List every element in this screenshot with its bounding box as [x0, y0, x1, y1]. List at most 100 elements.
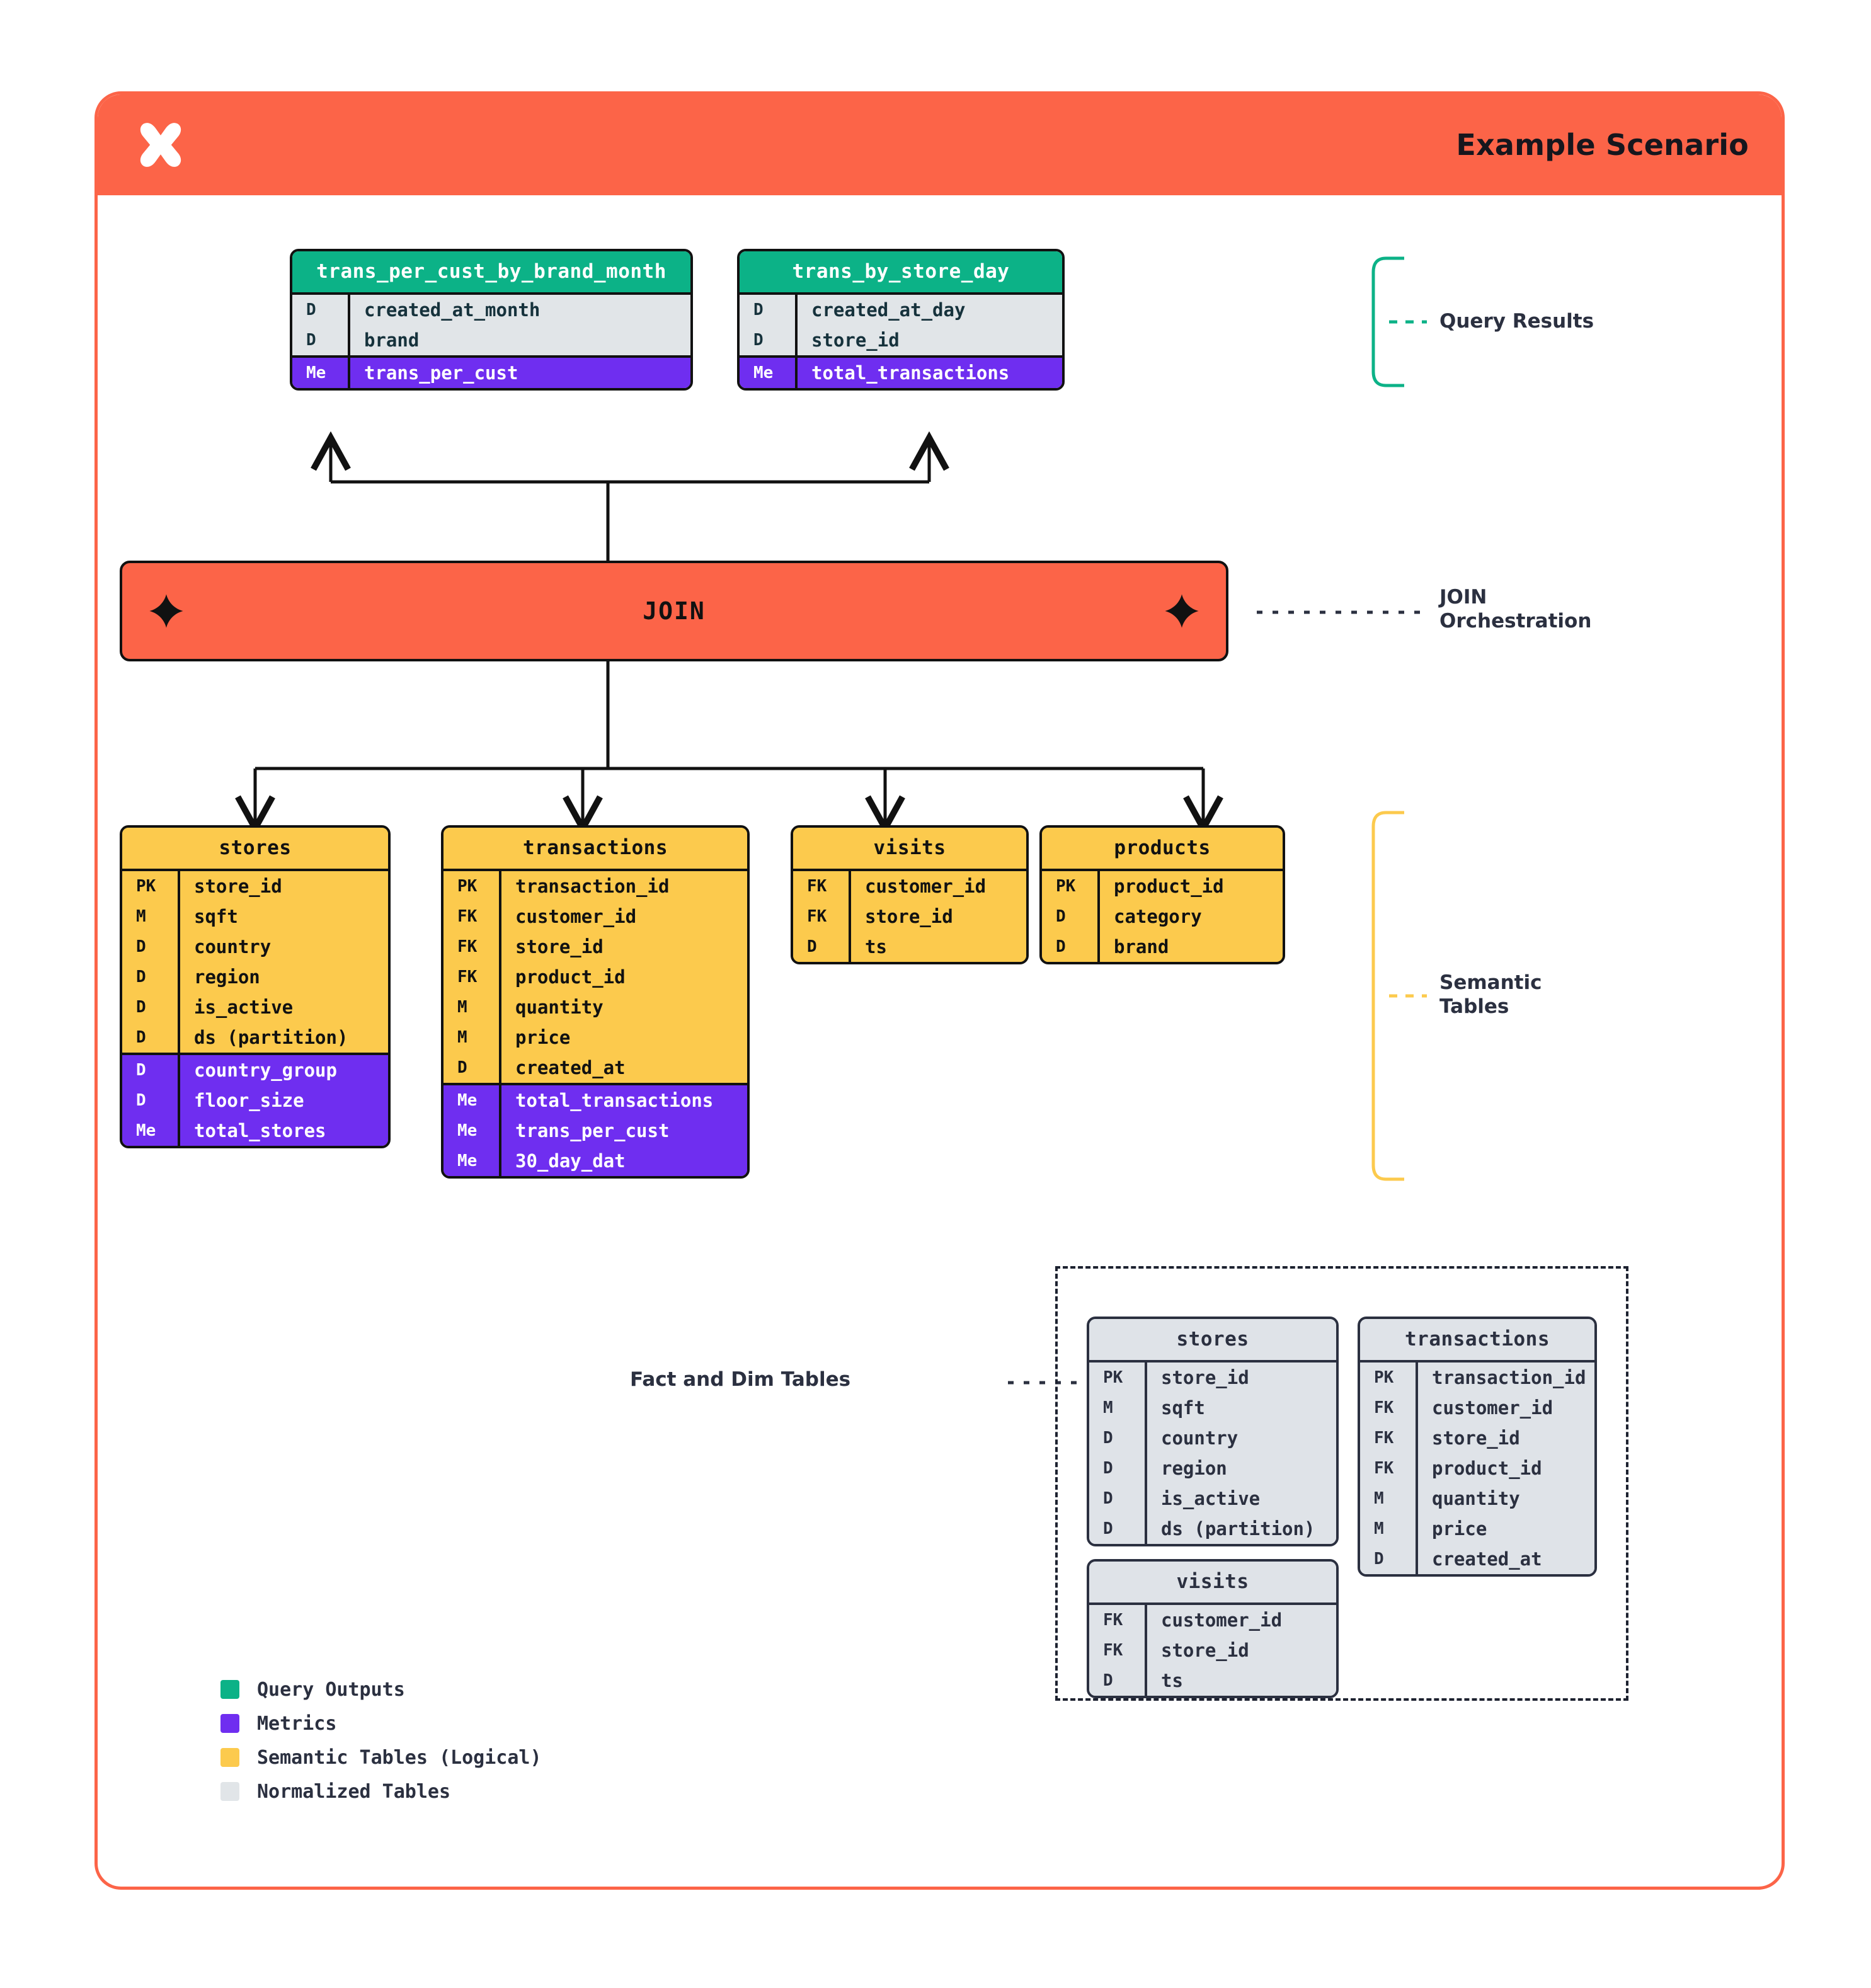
- column-name: country: [1145, 1423, 1336, 1453]
- column-key: D: [1103, 1459, 1113, 1478]
- table-name: visits: [793, 828, 1026, 869]
- column-name: is_active: [1145, 1483, 1336, 1514]
- column-name: price: [499, 1022, 747, 1053]
- annotation-query-results: Query Results: [1439, 310, 1594, 333]
- column-name: customer_id: [849, 871, 1026, 901]
- table-row: FK customer_id: [793, 871, 1026, 901]
- column-name: quantity: [499, 992, 747, 1022]
- table-row: FK store_id: [443, 932, 747, 962]
- column-name: country: [178, 932, 388, 962]
- column-key: M: [457, 1028, 467, 1047]
- column-key: FK: [457, 937, 478, 956]
- column-key: M: [136, 907, 146, 926]
- column-name: created_at: [499, 1053, 747, 1083]
- column-key: Me: [136, 1121, 156, 1140]
- column-name: product_id: [499, 962, 747, 992]
- column-name: is_active: [178, 992, 388, 1022]
- column-name: floor_size: [178, 1085, 388, 1116]
- column-key: D: [753, 300, 764, 319]
- column-key: FK: [807, 877, 827, 896]
- column-key: D: [136, 1061, 146, 1080]
- fact-and-dim-tables-group: [1055, 1266, 1628, 1701]
- legend-label: Query Outputs: [257, 1678, 405, 1701]
- column-name: region: [178, 962, 388, 992]
- column-key: D: [807, 937, 817, 956]
- column-key: M: [457, 998, 467, 1017]
- column-key: FK: [807, 907, 827, 926]
- column-name: customer_id: [499, 901, 747, 932]
- query-result-table-trans-per-cust-by-brand-month[interactable]: trans_per_cust_by_brand_month D created_…: [290, 249, 693, 391]
- column-name: created_at_day: [795, 295, 1062, 325]
- column-key: D: [306, 331, 316, 350]
- legend-item-semantic-tables: Semantic Tables (Logical): [220, 1740, 542, 1774]
- legend-label: Metrics: [257, 1712, 337, 1735]
- column-name: trans_per_cust: [499, 1116, 747, 1146]
- column-name: quantity: [1416, 1483, 1594, 1514]
- column-name: region: [1145, 1453, 1336, 1483]
- column-key: Me: [306, 363, 326, 382]
- column-key: FK: [1374, 1398, 1394, 1417]
- table-name: products: [1042, 828, 1283, 869]
- annotation-fact-and-dim-tables: Fact and Dim Tables: [630, 1368, 851, 1391]
- column-name: store_id: [795, 325, 1062, 355]
- column-name: ts: [1145, 1665, 1336, 1696]
- column-key: D: [136, 1028, 146, 1047]
- table-name: trans_by_store_day: [740, 251, 1062, 292]
- table-row: Me total_transactions: [740, 358, 1062, 388]
- column-name: 30_day_dat: [499, 1146, 747, 1176]
- column-key: Me: [457, 1091, 478, 1110]
- column-name: country_group: [178, 1055, 388, 1085]
- column-key: D: [1374, 1550, 1384, 1568]
- column-key: Me: [457, 1151, 478, 1170]
- column-name: total_transactions: [499, 1085, 747, 1116]
- table-row: Me total_transactions: [443, 1085, 747, 1116]
- column-key: FK: [457, 968, 478, 986]
- join-orchestration-bar[interactable]: JOIN: [120, 561, 1228, 661]
- column-key: D: [1056, 907, 1066, 926]
- annotation-semantic-tables: Semantic Tables: [1439, 971, 1542, 1018]
- annotation-join-orchestration: JOIN Orchestration: [1439, 586, 1592, 632]
- column-key: D: [753, 331, 764, 350]
- column-name: store_id: [499, 932, 747, 962]
- column-name: product_id: [1416, 1453, 1594, 1483]
- column-key: PK: [136, 877, 156, 896]
- column-name: transaction_id: [1416, 1362, 1594, 1393]
- query-result-table-trans-by-store-day[interactable]: trans_by_store_day D created_at_day D st…: [737, 249, 1065, 391]
- column-key: D: [457, 1058, 467, 1077]
- column-name: brand: [348, 325, 690, 355]
- column-key: D: [136, 1091, 146, 1110]
- column-name: category: [1097, 901, 1283, 932]
- sparkle-icon: [149, 594, 183, 628]
- table-row: FK product_id: [443, 962, 747, 992]
- column-name: ts: [849, 932, 1026, 962]
- column-name: store_id: [1145, 1362, 1336, 1393]
- column-key: D: [306, 300, 316, 319]
- column-name: total_transactions: [795, 358, 1062, 388]
- metric-section: Me total_transactions: [740, 355, 1062, 388]
